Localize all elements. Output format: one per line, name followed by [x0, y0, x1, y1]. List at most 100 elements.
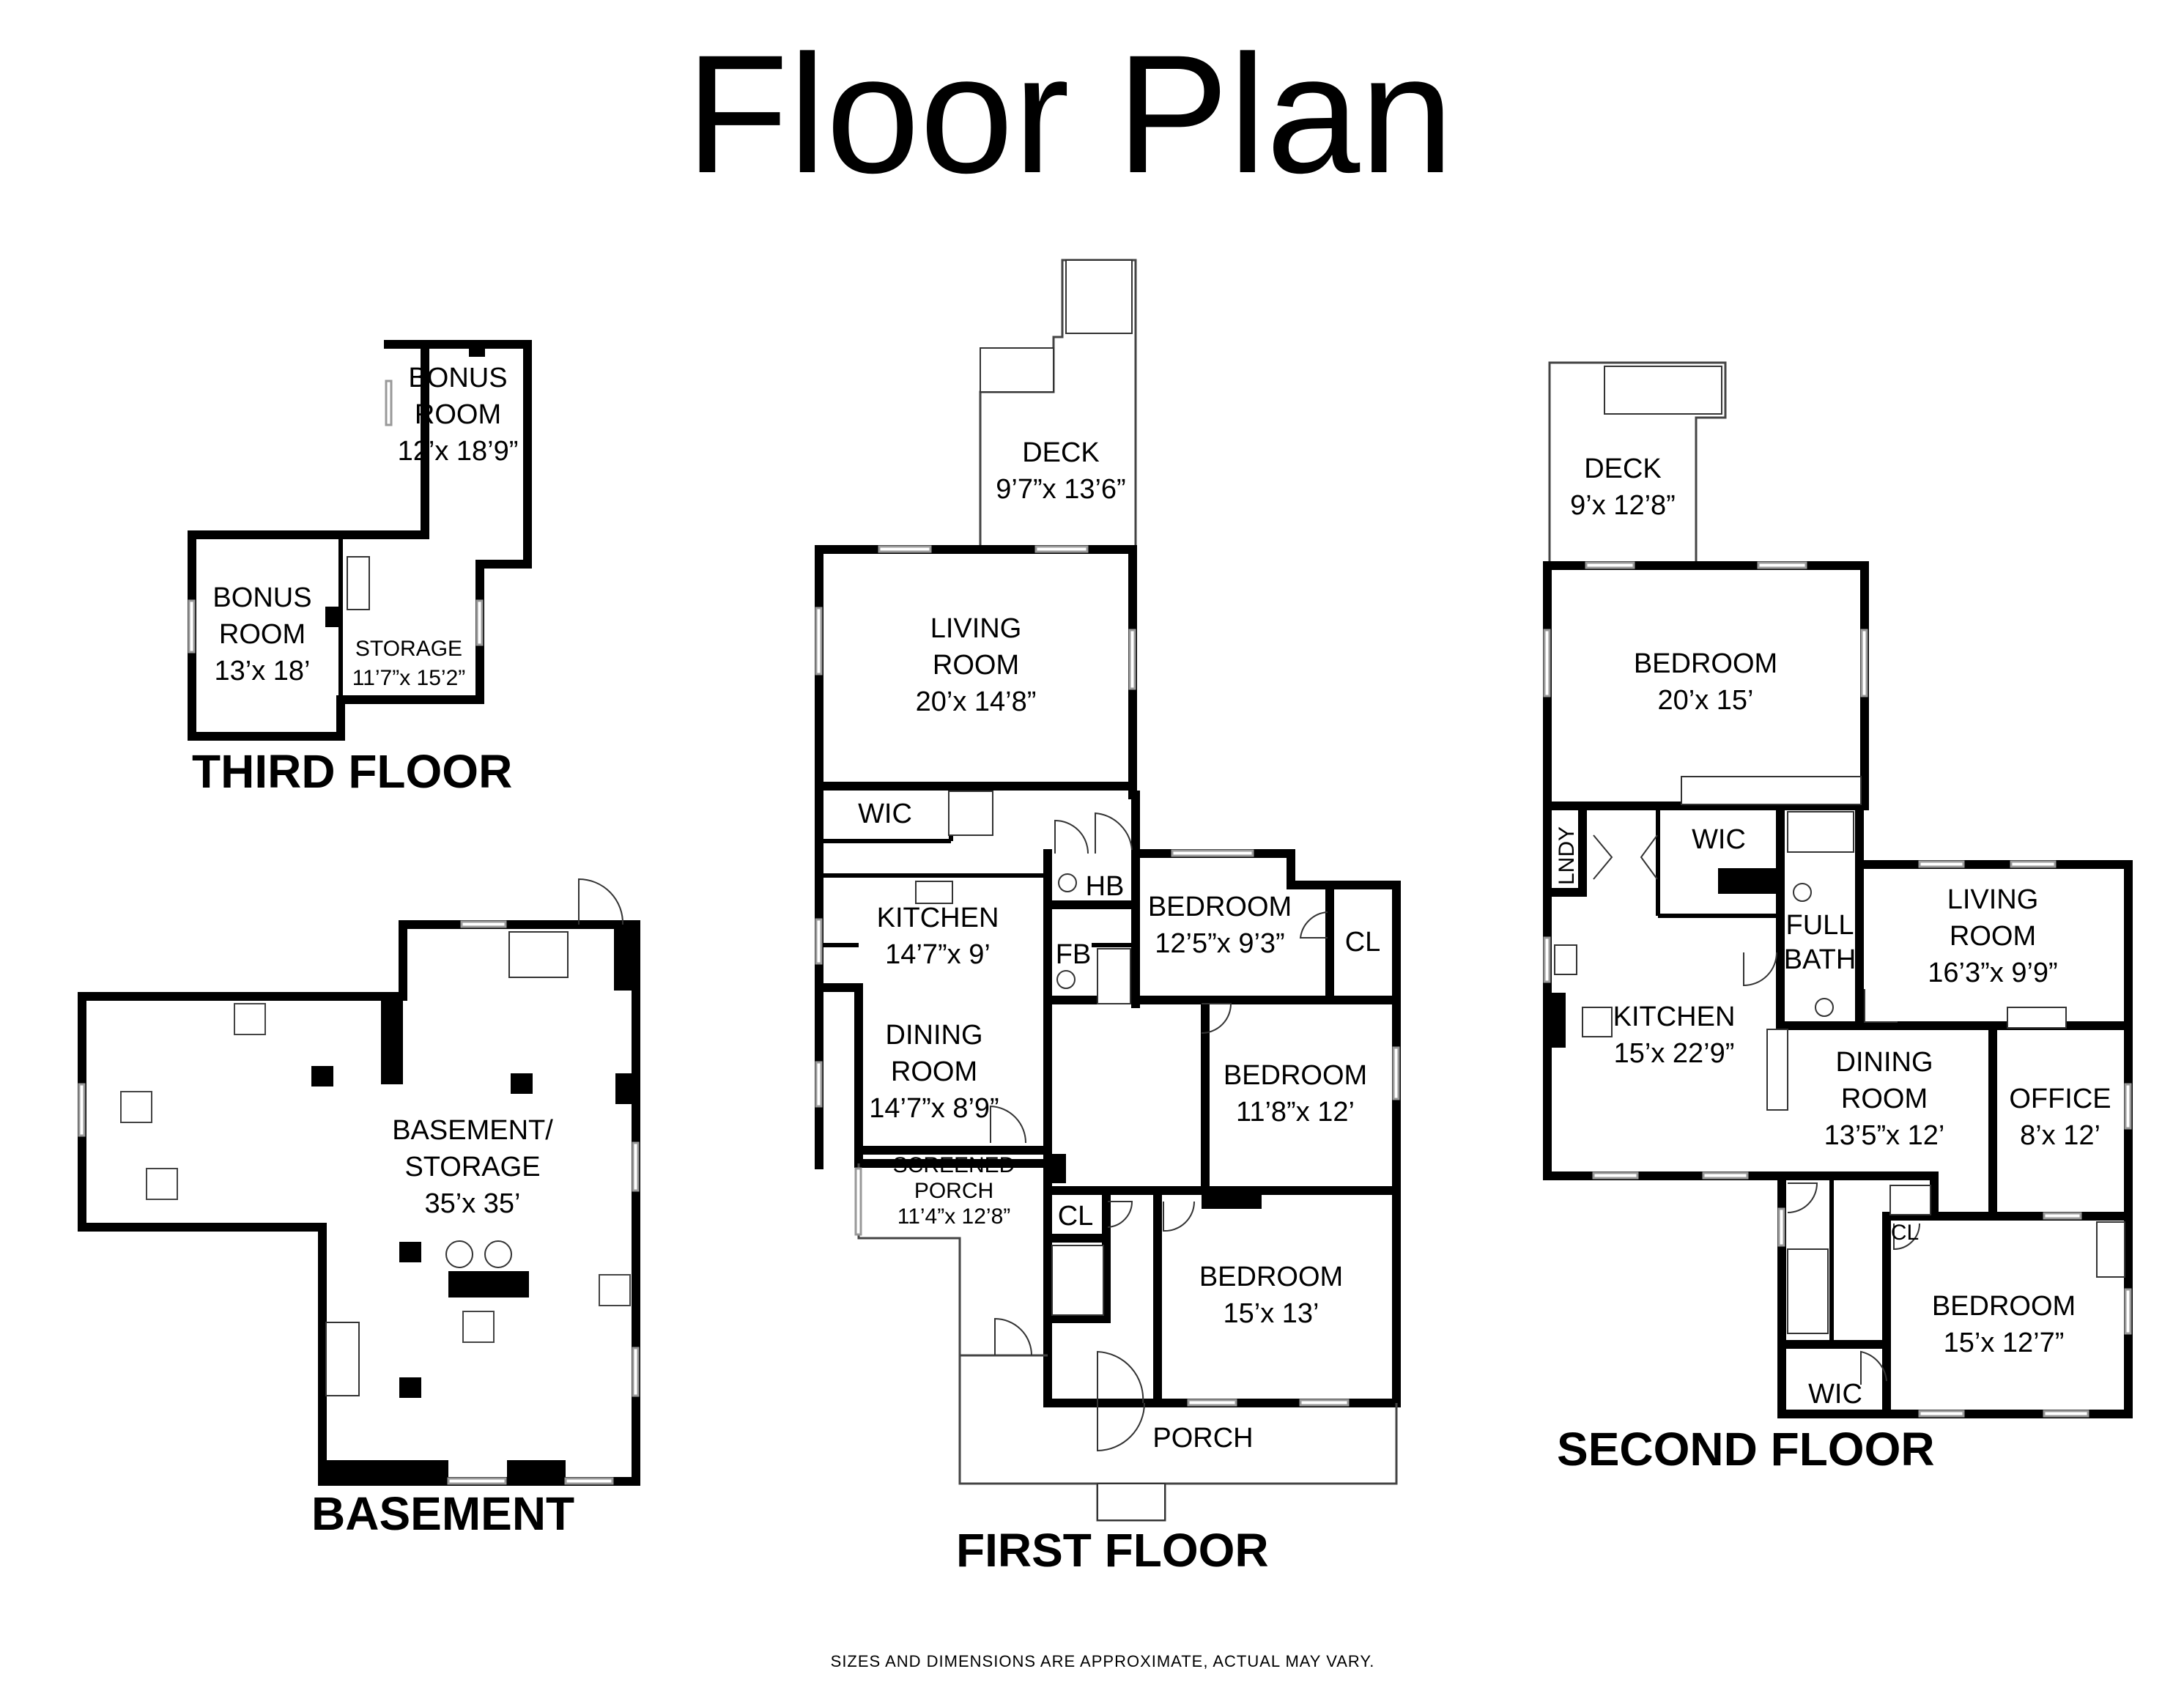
second-floor-island	[1766, 1029, 1788, 1111]
basement-window-well	[462, 1311, 495, 1343]
second-floor-stairs	[1787, 1248, 1829, 1334]
second-floor-deck	[1548, 361, 1727, 566]
third-floor-chimney	[469, 341, 485, 357]
door-swing	[1095, 812, 1133, 854]
basement-window-well	[146, 1168, 178, 1200]
sink-icon	[1058, 873, 1077, 892]
window	[1757, 561, 1807, 569]
second-floor-wall-block	[1547, 993, 1566, 1048]
floor-label-first: FIRST FLOOR	[956, 1524, 1269, 1577]
window	[1543, 936, 1551, 983]
third-floor-chimney-lower	[325, 607, 340, 627]
second-floor-fixture	[2007, 1007, 2067, 1029]
window	[1592, 1171, 1639, 1180]
basement-column	[311, 1066, 333, 1087]
window	[1034, 545, 1089, 553]
window	[2043, 1212, 2082, 1220]
second-floor-walls	[1543, 561, 2133, 1418]
door-swing	[1107, 1201, 1133, 1228]
basement-window	[632, 1141, 640, 1192]
third-floor-window	[188, 599, 196, 654]
deck-stairs	[980, 347, 1054, 393]
room-label: WIC	[1692, 824, 1746, 855]
window	[1392, 1046, 1400, 1100]
basement-window	[447, 1477, 507, 1485]
door-swing	[1864, 989, 1898, 1023]
basement-window	[78, 1083, 86, 1137]
first-floor-stairs	[1051, 1245, 1104, 1316]
basement-stairs	[508, 931, 569, 978]
basement-door	[578, 878, 624, 925]
second-floor-stairs	[1889, 1185, 1931, 1215]
room-label: CL	[1345, 927, 1381, 958]
door-swing	[1743, 952, 1777, 987]
basement-wall-block	[614, 925, 636, 991]
second-floor-tub	[1787, 811, 1854, 853]
basement-column	[399, 1377, 421, 1398]
door-swing	[1299, 911, 1328, 939]
first-floor-wall-block	[1048, 1154, 1066, 1183]
window	[815, 1061, 823, 1108]
disclaimer: SIZES AND DIMENSIONS ARE APPROXIMATE, AC…	[831, 1652, 1375, 1670]
room-label: CL	[1058, 1201, 1094, 1232]
basement-column	[511, 1073, 533, 1094]
window	[815, 607, 823, 675]
window	[1918, 1410, 1965, 1418]
page-title: Floor Plan	[686, 20, 1454, 208]
water-heater-icon	[445, 1240, 473, 1268]
third-floor-stairs	[347, 556, 370, 610]
second-floor-sink	[1554, 944, 1577, 975]
door-swing	[1860, 1350, 1887, 1385]
basement-column	[399, 1242, 421, 1262]
second-floor-cabinets	[1681, 776, 1862, 805]
window	[878, 545, 932, 553]
window	[1585, 561, 1635, 569]
basement-column	[615, 1073, 632, 1104]
window	[1702, 1171, 1749, 1180]
door-swing	[1893, 1223, 1920, 1251]
basement-wall-block	[322, 1460, 448, 1482]
basement-window-well	[234, 1003, 266, 1035]
first-floor-range	[915, 881, 953, 904]
floor-label-second: SECOND FLOOR	[1557, 1423, 1935, 1476]
door-swing	[1163, 1201, 1196, 1232]
basement-window	[460, 920, 507, 928]
basement-furnace	[448, 1271, 529, 1298]
sink-icon	[1056, 970, 1076, 989]
sink-icon	[1815, 998, 1834, 1017]
first-floor-tub	[1097, 948, 1131, 1004]
door-swing	[990, 1105, 1027, 1144]
room-label: WIC	[1808, 1379, 1862, 1410]
window	[815, 918, 823, 965]
window	[2124, 1288, 2132, 1335]
basement-walls	[78, 920, 640, 1486]
floor-label-basement: BASEMENT	[311, 1487, 574, 1540]
basement-wall-block	[507, 1460, 566, 1482]
room-label: LNDY	[1555, 826, 1579, 885]
door-swing	[1201, 1003, 1232, 1034]
window	[1543, 629, 1551, 697]
window	[1128, 629, 1136, 690]
second-floor-chimney	[1718, 868, 1780, 894]
